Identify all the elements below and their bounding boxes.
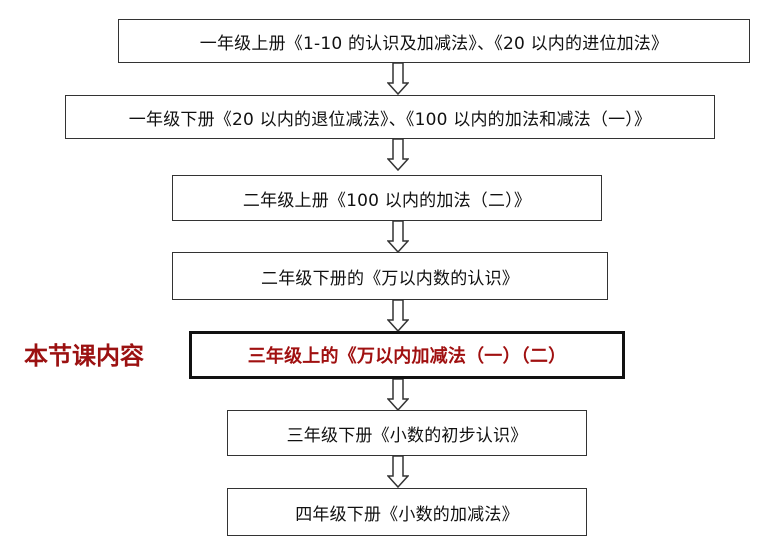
step-box-3: 二年级上册《100 以内的加法（二）》 bbox=[172, 175, 602, 221]
step-text-4: 二年级下册的《万以内数的认识》 bbox=[261, 268, 519, 289]
step-box-4: 二年级下册的《万以内数的认识》 bbox=[172, 252, 608, 300]
step-box-1: 一年级上册《1-10 的认识及加减法》、《20 以内的进位加法》 bbox=[118, 19, 750, 63]
step-text-5: 三年级上的《万以内加减法（一）（二） bbox=[247, 346, 567, 367]
down-arrow-icon bbox=[387, 456, 409, 488]
down-arrow-icon bbox=[387, 300, 409, 332]
step-text-7: 四年级下册《小数的加减法》 bbox=[295, 504, 519, 525]
step-text-6: 三年级下册《小数的初步认识》 bbox=[286, 425, 528, 446]
down-arrow-icon bbox=[387, 63, 409, 95]
step-box-current: 三年级上的《万以内加减法（一）（二） bbox=[189, 331, 625, 379]
step-text-1: 一年级上册《1-10 的认识及加减法》、《20 以内的进位加法》 bbox=[199, 33, 669, 54]
step-text-3: 二年级上册《100 以内的加法（二）》 bbox=[242, 190, 532, 211]
step-text-2: 一年级下册《20 以内的退位减法》、《100 以内的加法和减法（一）》 bbox=[128, 109, 652, 130]
step-box-2: 一年级下册《20 以内的退位减法》、《100 以内的加法和减法（一）》 bbox=[65, 95, 715, 139]
down-arrow-icon bbox=[387, 221, 409, 253]
step-box-7: 四年级下册《小数的加减法》 bbox=[227, 488, 587, 536]
current-lesson-label: 本节课内容 bbox=[24, 342, 144, 370]
down-arrow-icon bbox=[387, 139, 409, 171]
step-box-6: 三年级下册《小数的初步认识》 bbox=[227, 410, 587, 456]
down-arrow-icon bbox=[387, 379, 409, 411]
